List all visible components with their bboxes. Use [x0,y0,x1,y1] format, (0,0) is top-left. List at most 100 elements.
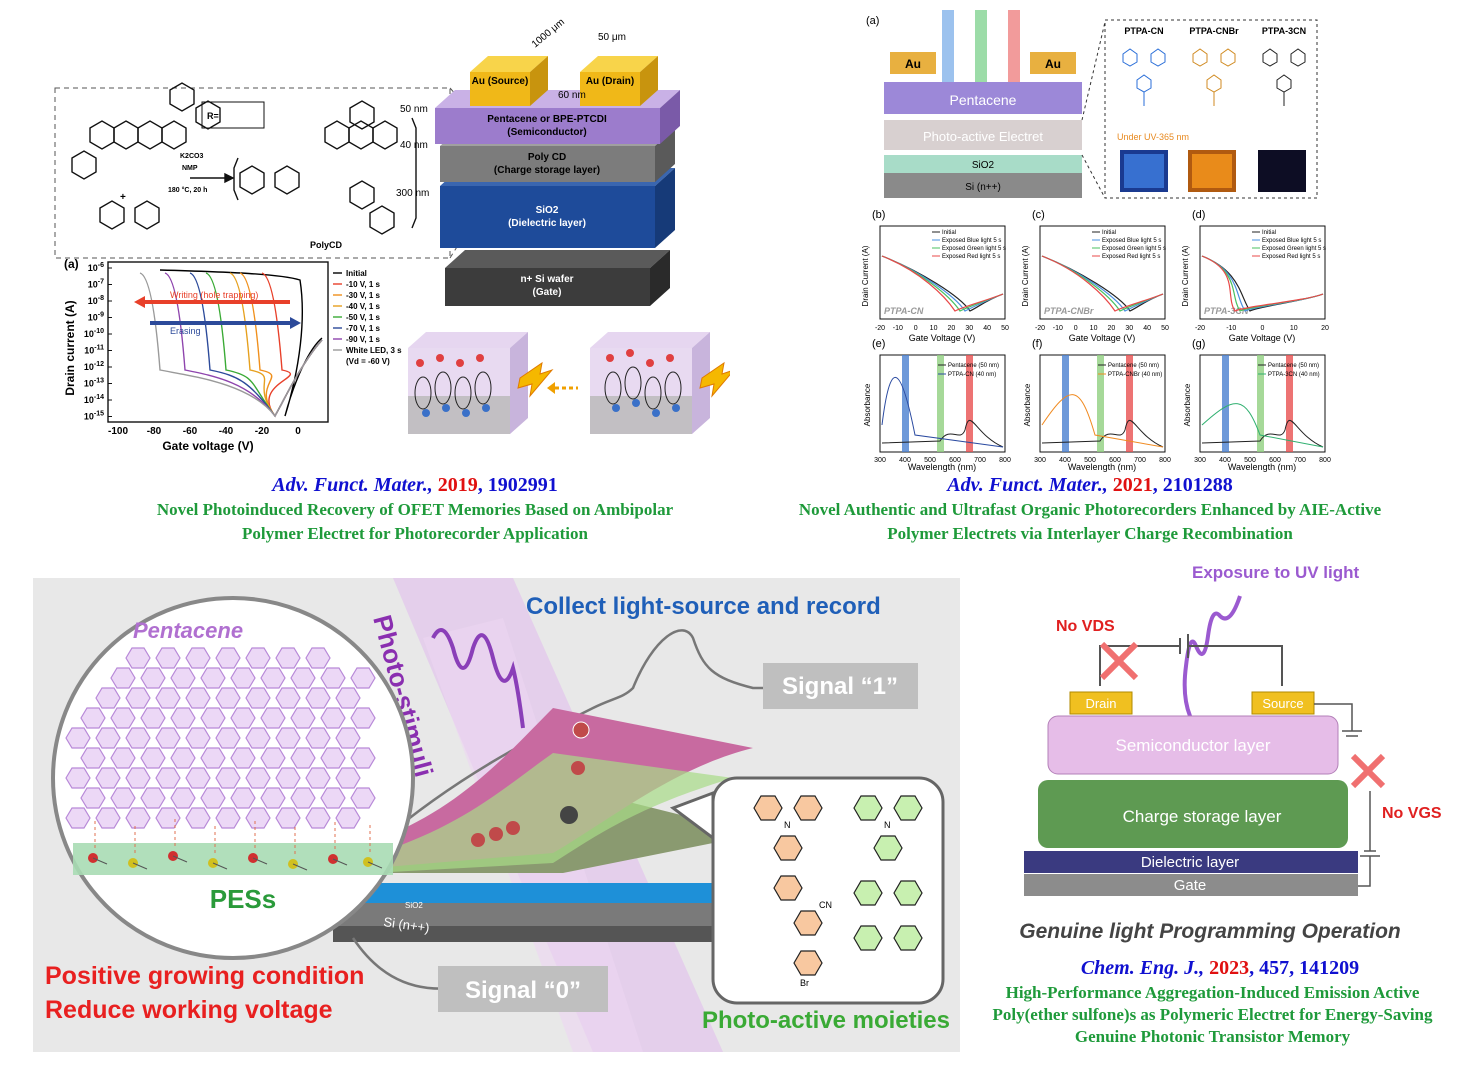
citation-number: , 457, 141209 [1249,957,1360,979]
legend-entry: Pentacene (50 nm) [1108,363,1159,369]
pentacene-ring [320,667,346,689]
x-tick-label: 300 [874,457,886,464]
au-right-label: Au [1045,57,1061,71]
pentacene-ring [230,667,256,689]
x-tick-label: 10 [1090,325,1098,332]
benzene-ring [873,835,903,861]
benzene-ring [753,795,783,821]
citation-top-left: Adv. Funct. Mater., 2019, 1902991 [160,474,670,497]
pentacene-ring [170,707,196,729]
uv-label: Under UV-365 nm [1117,132,1189,142]
legend-entry: (Vd = -60 V) [346,357,390,366]
charge-symbols [414,349,682,417]
pess-bond [332,858,348,866]
electron-charge [632,399,640,407]
title-bottom-right: High-Performance Aggregation-Induced Emi… [950,982,1475,1048]
transfer-frame [1039,225,1166,320]
citation-top-right: Adv. Funct. Mater., 2021, 2101288 [860,474,1320,497]
legend-entry: White LED, 3 s [346,346,402,355]
recombination-loop [624,366,642,400]
absorb-y-label: Absorbance [863,383,872,426]
pentacene-ring [125,687,151,709]
transfer-curve [1201,255,1324,312]
legend-entry: Exposed Blue light 5 s [1102,238,1161,244]
pess-bond [172,855,188,863]
graph-frame [107,261,329,423]
drain-label: Drain [1085,696,1116,711]
y-tick-label: 10-8 [88,295,104,306]
pess-bond [92,857,108,865]
polymer-spectrum [881,377,1004,448]
pentacene-ring [215,807,241,829]
x-tick-label: 0 [295,426,301,437]
legend-entry: -30 V, 1 s [346,291,381,300]
pentacene-ring [275,807,301,829]
transfer-name: PTPA-CNBr [1044,306,1094,316]
electron-icon [560,806,578,824]
electron-charge [672,404,680,412]
y-tick-label: 10-6 [88,262,104,273]
sio2-plate [318,883,753,903]
polymer-name: PTPA-3CN [1262,26,1306,36]
pentacene-lattice [65,647,376,829]
x-tick-label: 0 [1074,325,1078,332]
pentacene-ring [155,807,181,829]
thickness-40-label: 40 nm [400,140,428,151]
si-label: Si (n++) [965,182,1001,193]
electret-layer [884,120,1082,150]
wave-icon [431,628,525,729]
pentacene-ring [110,707,136,729]
transfer-frame [1199,225,1326,320]
x-tick-label: -100 [108,426,128,437]
x-tick-label: 600 [1269,457,1281,464]
pentacene-ring [80,707,106,729]
graph-legend: Initial-10 V, 1 s-30 V, 1 s-40 V, 1 s-50… [333,269,402,366]
legend-entry: Initial [1102,230,1116,236]
erasing-arrow-head [290,317,301,329]
x-tick-label: 500 [924,457,936,464]
transfer-curve [1201,255,1324,312]
title-line-1: High-Performance Aggregation-Induced Emi… [1005,983,1420,1002]
recombination-loop [454,376,472,410]
citation-year: 2019 [437,474,478,496]
y-tick-label: 10-12 [84,361,104,372]
title-top-right: Novel Authentic and Ultrafast Organic Ph… [745,498,1435,546]
sio2-small-label: SiO2 [405,901,423,910]
signal-0-box [438,966,608,1012]
ring [1220,48,1236,67]
hole-charge [666,354,674,362]
recombination-loop [644,376,662,410]
device-stack [435,56,680,306]
transfer-curve [881,255,1004,312]
x-tick-label: 20 [1108,325,1116,332]
pentacene-ring [290,787,316,809]
cn-label: CN [819,900,832,910]
x-tick-label: 40 [983,325,991,332]
pentacene-spectrum [881,419,1004,448]
benzene-ring [793,795,823,821]
hole-charge [436,354,444,362]
signal-0-label: Signal “0” [465,977,581,1004]
pentacene-ring [140,667,166,689]
pess-bond [292,863,308,871]
hole-icon [572,721,590,739]
pentacene-ring [125,727,151,749]
exposure-label: Exposure to UV light [1192,563,1360,582]
red-band [1126,355,1133,452]
pentacene-ring [80,747,106,769]
pentacene-ring [125,647,151,669]
benzene-ring [793,910,823,936]
panel-bottom-left: Collect light-source and record Signal “… [33,578,960,1052]
scheme-box [54,87,451,259]
x-tick-label: 30 [965,325,973,332]
benzene-ring [853,925,883,951]
si-layer [884,170,1082,198]
pentacene-ring [95,807,121,829]
gate-label: Gate [1174,877,1207,894]
transfer-y-label: Drain Current (A) [862,245,870,306]
pentacene-ring [320,747,346,769]
title-line-3: Genuine Photonic Transistor Memory [1074,1027,1351,1046]
red-band [1286,355,1293,452]
dielectric-layer [1024,851,1358,873]
